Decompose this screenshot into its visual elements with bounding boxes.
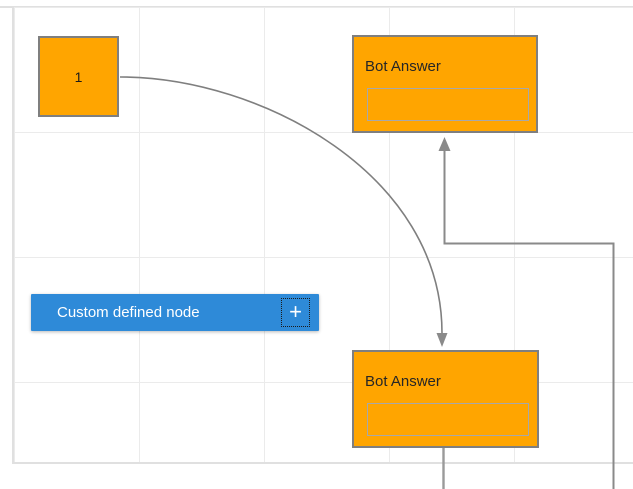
- add-icon[interactable]: +: [281, 298, 310, 327]
- bot-answer-node-bottom[interactable]: Bot Answer: [352, 350, 539, 448]
- arrowhead-up-icon: [438, 137, 451, 151]
- bot-answer-title: Bot Answer: [365, 58, 441, 75]
- bot-answer-input-field[interactable]: [367, 88, 529, 121]
- custom-node-label: Custom defined node: [57, 304, 200, 321]
- custom-defined-node[interactable]: Custom defined node +: [31, 294, 319, 331]
- arrowhead-down-icon: [436, 333, 448, 347]
- bot-answer-node-top[interactable]: Bot Answer: [352, 35, 538, 133]
- start-node[interactable]: 1: [38, 36, 119, 117]
- connector-curve-start-to-bot-answer-bottom[interactable]: [119, 76, 443, 334]
- plus-glyph: +: [289, 298, 302, 324]
- bot-answer-input-field[interactable]: [367, 403, 529, 436]
- connector-elbow-bot-answer-bottom-to-top[interactable]: [443, 151, 615, 489]
- bot-answer-title: Bot Answer: [365, 373, 441, 390]
